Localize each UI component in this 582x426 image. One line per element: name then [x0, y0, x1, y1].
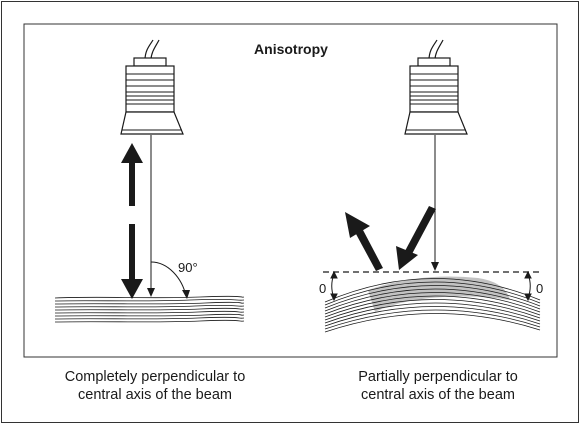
left-beam-arrowhead	[147, 288, 155, 297]
reflected-beam-arrow	[345, 212, 383, 271]
right-caption: Partially perpendicular to central axis …	[318, 368, 558, 404]
left-caption-line2: central axis of the beam	[78, 387, 232, 403]
left-transducer-probe	[120, 39, 184, 135]
left-zero-label: 0	[319, 281, 326, 296]
diagram-panel	[23, 23, 558, 358]
right-transducer-probe	[404, 39, 468, 135]
left-tissue-fibers	[54, 295, 245, 323]
left-reflection-arrow	[121, 143, 143, 299]
right-caption-line1: Partially perpendicular to	[358, 369, 518, 385]
right-caption-line2: central axis of the beam	[361, 387, 515, 403]
left-caption-line1: Completely perpendicular to	[64, 369, 246, 385]
right-zero-label: 0	[536, 281, 543, 296]
diagram-title: Anisotropy	[254, 41, 328, 57]
right-angle-indicator	[524, 270, 532, 302]
left-caption: Completely perpendicular to central axis…	[35, 368, 275, 404]
left-angle-indicator	[330, 270, 338, 302]
right-tissue-fibers	[324, 278, 541, 333]
curved-tissue-shading	[368, 276, 510, 312]
left-angle-label: 90°	[178, 260, 198, 275]
right-beam-arrowhead	[431, 262, 439, 271]
incident-beam-arrow	[396, 206, 436, 270]
left-angle-arrowhead	[182, 290, 190, 299]
